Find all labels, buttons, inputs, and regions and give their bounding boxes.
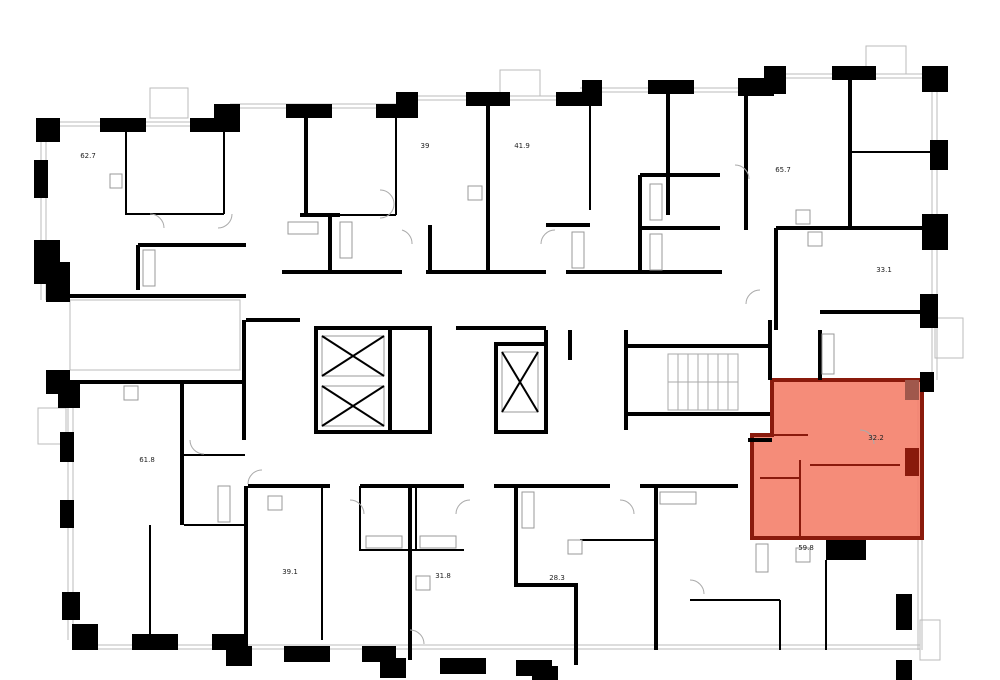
highlighted-apartment-32-2[interactable] <box>750 378 924 540</box>
elevator-icon <box>321 335 539 427</box>
area-label-61-8: 61.8 <box>139 456 155 464</box>
area-label-39: 39 <box>421 142 430 150</box>
area-label-65-7: 65.7 <box>775 166 791 174</box>
fixtures <box>109 173 835 591</box>
area-label-28-3: 28.3 <box>549 574 565 582</box>
interior-walls <box>60 80 932 665</box>
building-core <box>246 318 770 434</box>
area-label-41-9: 41.9 <box>514 142 530 150</box>
bathtub-icon <box>142 183 835 573</box>
exterior-walls <box>34 66 948 680</box>
area-label-59-8: 59.8 <box>798 544 814 552</box>
area-label-62-7: 62.7 <box>80 152 96 160</box>
area-label-39-1: 39.1 <box>282 568 298 576</box>
area-label-31-8: 31.8 <box>435 572 451 580</box>
area-labels: 62.7 39 41.9 65.7 33.1 32.2 61.8 39.1 31… <box>80 142 892 582</box>
stove-icon <box>109 173 823 591</box>
stairs-icon <box>667 353 739 411</box>
area-label-32-2[interactable]: 32.2 <box>868 434 884 442</box>
area-label-33-1: 33.1 <box>876 266 892 274</box>
door-swings <box>149 164 875 645</box>
